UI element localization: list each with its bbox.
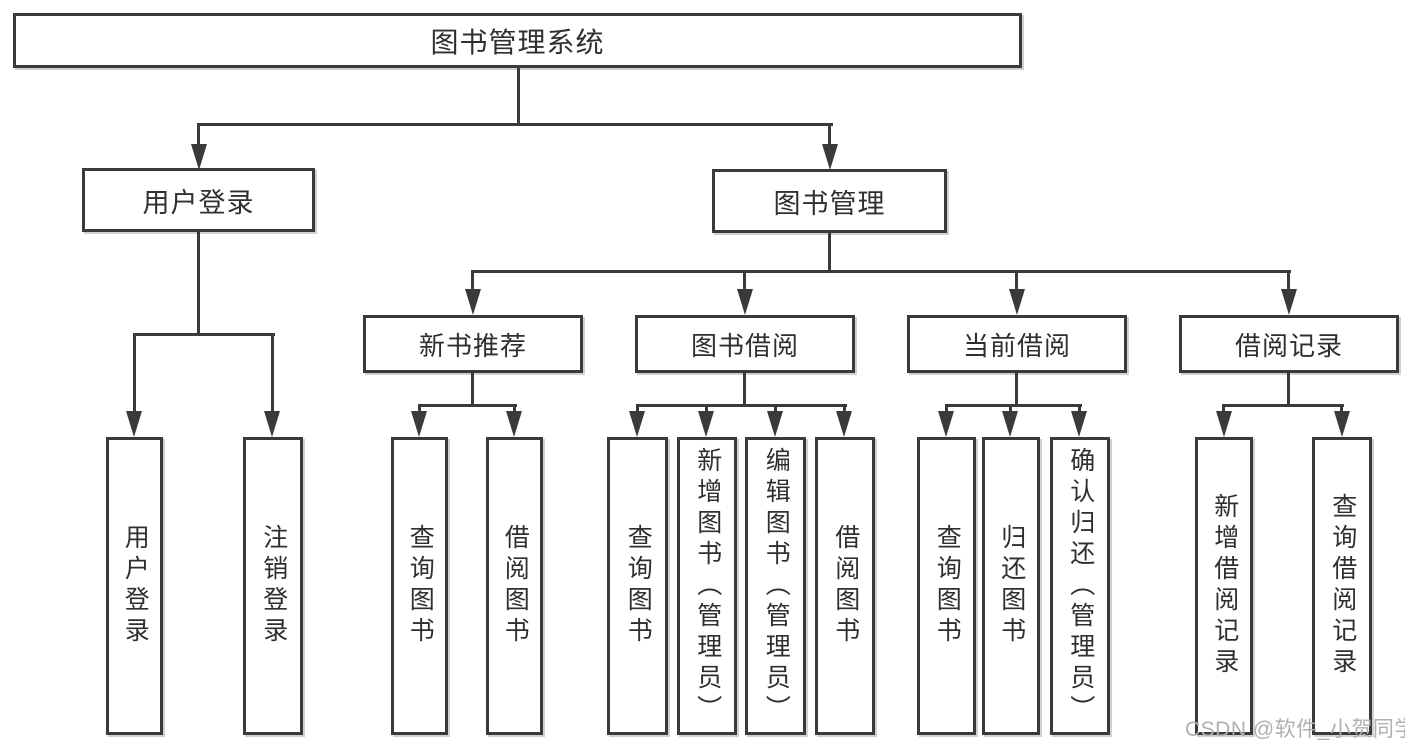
connector-line — [133, 333, 275, 336]
arrowhead-down-icon — [629, 411, 645, 437]
leaf-borrow-edit-books-admin-label: 编辑图书（管理员） — [762, 446, 791, 726]
connector-line — [636, 404, 639, 416]
arrowhead-down-icon — [737, 289, 753, 315]
connector-line — [197, 123, 200, 148]
arrowhead-down-icon — [191, 144, 207, 170]
node-borrow-records: 借阅记录 — [1179, 315, 1399, 373]
arrowhead-down-icon — [264, 411, 280, 437]
connector-line — [418, 404, 421, 416]
arrowhead-down-icon — [1281, 289, 1297, 315]
node-library-system: 图书管理系统 — [13, 13, 1022, 68]
arrowhead-down-icon — [1071, 411, 1087, 437]
leaf-records-add-record: 新增借阅记录 — [1195, 437, 1253, 735]
connector-line — [471, 371, 474, 407]
leaf-current-return-books-label: 归还图书 — [997, 524, 1026, 648]
arrowhead-down-icon — [126, 411, 142, 437]
leaf-current-query-books-label: 查询图书 — [933, 524, 962, 648]
leaf-newbook-query-books: 查询图书 — [391, 437, 448, 735]
leaf-borrow-borrow-books-label: 借阅图书 — [831, 524, 860, 648]
arrowhead-down-icon — [767, 411, 783, 437]
leaf-current-confirm-return-admin-label: 确认归还（管理员） — [1066, 446, 1095, 726]
leaf-borrow-query-books: 查询图书 — [607, 437, 668, 735]
connector-line — [517, 66, 520, 126]
leaf-newbook-query-books-label: 查询图书 — [406, 524, 435, 648]
connector-line — [1222, 404, 1225, 416]
leaf-borrow-edit-books-admin: 编辑图书（管理员） — [745, 437, 806, 735]
leaf-user-login: 用户登录 — [106, 437, 163, 735]
arrowhead-down-icon — [938, 411, 954, 437]
connector-line — [471, 270, 1291, 273]
arrowhead-down-icon — [465, 289, 481, 315]
leaf-logout: 注销登录 — [243, 437, 303, 735]
connector-line — [197, 230, 200, 336]
connector-line — [945, 404, 948, 416]
arrowhead-down-icon — [411, 411, 427, 437]
node-new-book-recommend: 新书推荐 — [363, 315, 583, 373]
connector-line — [1015, 371, 1018, 407]
connector-line — [133, 333, 136, 413]
connector-line — [418, 404, 517, 407]
arrowhead-down-icon — [698, 411, 714, 437]
leaf-current-return-books: 归还图书 — [982, 437, 1040, 735]
connector-line — [774, 404, 777, 416]
leaf-newbook-borrow-books-label: 借阅图书 — [501, 524, 530, 648]
arrowhead-down-icon — [1334, 411, 1350, 437]
arrowhead-down-icon — [1009, 289, 1025, 315]
connector-line — [197, 123, 833, 126]
leaf-user-login-label: 用户登录 — [121, 524, 150, 648]
connector-line — [828, 123, 831, 148]
leaf-newbook-borrow-books: 借阅图书 — [486, 437, 543, 735]
leaf-logout-label: 注销登录 — [259, 524, 288, 648]
connector-line — [1222, 404, 1344, 407]
leaf-records-query-record-label: 查询借阅记录 — [1328, 493, 1357, 679]
connector-line — [705, 404, 708, 416]
leaf-records-add-record-label: 新增借阅记录 — [1210, 493, 1239, 679]
connector-line — [1015, 270, 1018, 292]
leaf-borrow-query-books-label: 查询图书 — [624, 524, 653, 648]
arrowhead-down-icon — [506, 411, 522, 437]
connector-line — [1009, 404, 1012, 416]
leaf-current-query-books: 查询图书 — [917, 437, 976, 735]
leaf-borrow-add-books-admin: 新增图书（管理员） — [677, 437, 737, 735]
node-current-borrow: 当前借阅 — [907, 315, 1127, 373]
connector-line — [636, 404, 847, 407]
connector-line — [843, 404, 846, 416]
connector-line — [828, 231, 831, 273]
node-book-borrow: 图书借阅 — [635, 315, 855, 373]
leaf-borrow-borrow-books: 借阅图书 — [815, 437, 875, 735]
leaf-records-query-record: 查询借阅记录 — [1312, 437, 1372, 735]
node-book-management: 图书管理 — [712, 169, 947, 233]
arrowhead-down-icon — [836, 411, 852, 437]
csdn-watermark: CSDN @软件_小贺同学 — [1185, 718, 1405, 741]
connector-line — [1340, 404, 1343, 416]
arrowhead-down-icon — [1216, 411, 1232, 437]
connector-line — [743, 371, 746, 407]
connector-line — [1078, 404, 1081, 416]
connector-line — [743, 270, 746, 292]
node-user-login: 用户登录 — [82, 168, 315, 232]
leaf-current-confirm-return-admin: 确认归还（管理员） — [1050, 437, 1110, 735]
leaf-borrow-add-books-admin-label: 新增图书（管理员） — [693, 446, 722, 726]
arrowhead-down-icon — [1002, 411, 1018, 437]
connector-line — [1287, 371, 1290, 407]
connector-line — [471, 270, 474, 292]
connector-line — [513, 404, 516, 416]
connector-line — [1287, 270, 1290, 292]
arrowhead-down-icon — [822, 144, 838, 170]
connector-line — [945, 404, 1082, 407]
connector-line — [271, 333, 274, 413]
